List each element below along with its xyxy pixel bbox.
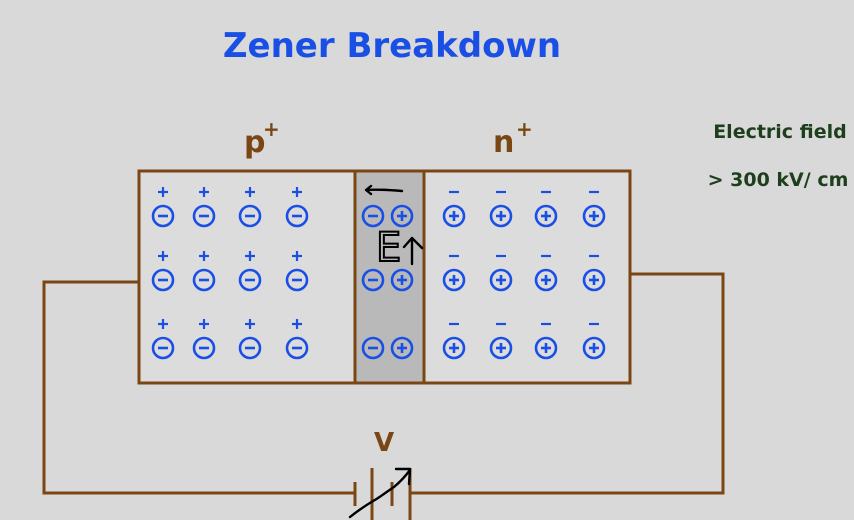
depletion-positive-ion	[390, 336, 414, 360]
acceptor-ion	[285, 204, 309, 228]
acceptor-ion	[151, 268, 175, 292]
acceptor-ion	[192, 268, 216, 292]
p-label-letter: p	[244, 125, 265, 160]
depletion-positive-ion	[390, 268, 414, 292]
donor-ion	[489, 268, 513, 292]
acceptor-ion	[192, 336, 216, 360]
handwritten-e-label: E	[376, 225, 401, 271]
acceptor-ion	[238, 204, 262, 228]
depletion-region	[353, 169, 426, 385]
hole-carrier	[245, 319, 255, 329]
electric-field-label: Electric field	[713, 121, 847, 143]
variable-arrow-icon	[348, 467, 412, 519]
battery-voltage-label: V	[374, 428, 394, 458]
acceptor-ion	[238, 268, 262, 292]
depletion-positive-ion	[390, 204, 414, 228]
donor-ion	[489, 204, 513, 228]
donor-ion	[442, 336, 466, 360]
donor-ion	[582, 336, 606, 360]
depletion-region-charges	[361, 204, 414, 360]
depletion-negative-ion	[361, 336, 385, 360]
hole-carrier	[158, 251, 168, 261]
donor-ion	[534, 204, 558, 228]
handwritten-field-annotation: E	[364, 184, 424, 272]
n-label-letter: n	[493, 125, 514, 160]
n-region-label: n +	[493, 117, 533, 160]
acceptor-ion	[238, 336, 262, 360]
hole-carrier	[292, 187, 302, 197]
variable-battery: V	[348, 428, 412, 520]
up-arrow-icon	[402, 236, 424, 266]
electric-field-value: > 300 kV/ cm	[708, 169, 849, 191]
hole-carrier	[245, 187, 255, 197]
hole-carrier	[199, 251, 209, 261]
donor-ion	[442, 268, 466, 292]
donor-ion	[489, 336, 513, 360]
n-label-superscript: +	[516, 117, 533, 141]
p-region-label: p +	[244, 117, 280, 160]
donor-ion	[534, 336, 558, 360]
p-region-charges	[151, 187, 309, 360]
left-wire	[42, 280, 355, 495]
p-label-superscript: +	[263, 117, 280, 141]
hole-carrier	[158, 187, 168, 197]
donor-ion	[442, 204, 466, 228]
hole-carrier	[292, 319, 302, 329]
depletion-negative-ion	[361, 204, 385, 228]
left-arrow-icon	[364, 184, 404, 196]
acceptor-ion	[192, 204, 216, 228]
hole-carrier	[199, 319, 209, 329]
right-wire	[410, 272, 725, 495]
donor-ion	[582, 204, 606, 228]
hole-carrier	[292, 251, 302, 261]
n-region-charges	[442, 190, 606, 360]
hole-carrier	[158, 319, 168, 329]
hole-carrier	[199, 187, 209, 197]
hole-carrier	[245, 251, 255, 261]
acceptor-ion	[285, 268, 309, 292]
acceptor-ion	[151, 336, 175, 360]
donor-ion	[534, 268, 558, 292]
acceptor-ion	[285, 336, 309, 360]
diagram-title: Zener Breakdown	[223, 26, 561, 66]
depletion-negative-ion	[361, 268, 385, 292]
acceptor-ion	[151, 204, 175, 228]
donor-ion	[582, 268, 606, 292]
